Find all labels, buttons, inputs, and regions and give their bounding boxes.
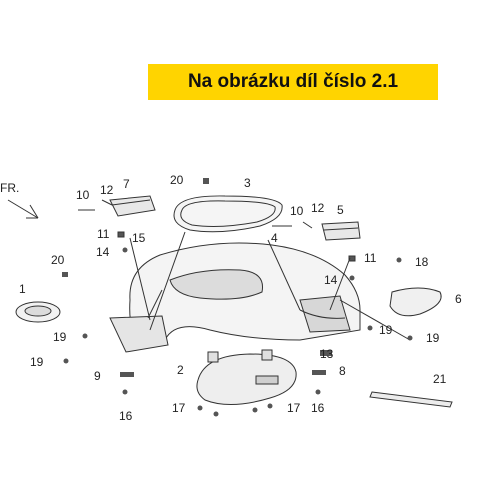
- part-label-16-right: 16: [311, 401, 325, 415]
- part-label-21: 21: [433, 372, 447, 386]
- part-label-19-a: 19: [53, 330, 67, 344]
- part-label-17-left: 17: [172, 401, 186, 415]
- front-direction-label: FR.: [0, 181, 19, 195]
- part-label-11-right: 11: [364, 251, 377, 265]
- part-6-pad: [389, 287, 442, 317]
- fasteners: [62, 178, 413, 417]
- part-label-12-left: 12: [100, 183, 114, 197]
- part-label-3: 3: [244, 176, 251, 190]
- part-3-oval-gasket: [173, 195, 283, 233]
- part-label-5: 5: [337, 203, 344, 217]
- part-label-20-left: 20: [51, 253, 65, 267]
- part-label-1: 1: [19, 282, 26, 296]
- part-label-4: 4: [271, 231, 278, 245]
- part-label-10-right: 10: [290, 204, 304, 218]
- part-label-12-right: 12: [311, 201, 325, 215]
- part-1-round-cover: [15, 301, 61, 323]
- part-5-cap: [321, 221, 361, 241]
- part-label-10-left: 10: [76, 188, 90, 202]
- part-label-18: 18: [415, 255, 429, 269]
- front-direction-arrow: [7, 199, 39, 219]
- part-label-17-right: 17: [287, 401, 301, 415]
- part-label-9: 9: [94, 369, 101, 383]
- part-label-13: 13: [320, 347, 334, 361]
- part-label-8: 8: [339, 364, 346, 378]
- part-label-2: 2: [177, 363, 184, 377]
- part-label-20-top: 20: [170, 173, 184, 187]
- part-label-11-left: 11: [97, 227, 110, 241]
- part-label-7: 7: [123, 177, 130, 191]
- part-banner: Na obrázku díl číslo 2.1: [148, 64, 438, 100]
- part-label-6: 6: [455, 292, 462, 306]
- part-7-cap: [109, 195, 156, 217]
- part-label-19-b: 19: [30, 355, 44, 369]
- part-label-16-left: 16: [119, 409, 133, 423]
- part-4-inner-body: [109, 242, 361, 353]
- part-21-trim-strip: [369, 391, 453, 408]
- part-label-19-d: 19: [426, 331, 440, 345]
- part-2-lower-cover: [196, 349, 297, 406]
- part-label-15: 15: [132, 231, 146, 245]
- part-label-14-left: 14: [96, 245, 110, 259]
- part-label-19-c: 19: [379, 323, 393, 337]
- part-label-14-right: 14: [324, 273, 338, 287]
